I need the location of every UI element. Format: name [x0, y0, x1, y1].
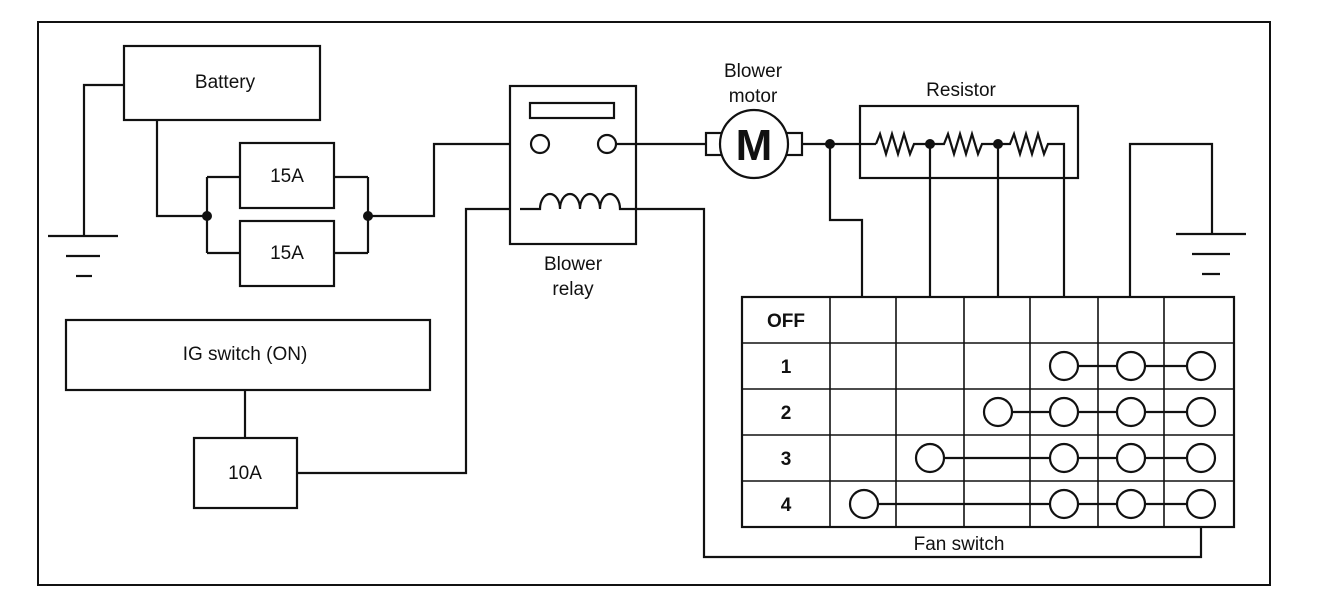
- fan-switch-row-off: OFF: [767, 311, 805, 332]
- fuse-15a-lower: 15A: [238, 219, 336, 288]
- fan-switch-contact: [1048, 488, 1080, 520]
- fan-switch-contact: [1048, 396, 1080, 428]
- fan-switch-contact: [1048, 350, 1080, 382]
- fan-switch-label: Fan switch: [914, 534, 1005, 555]
- relay-coil: [520, 192, 636, 211]
- relay-contact-left: [529, 133, 551, 155]
- fuse-15a-upper: 15A: [238, 141, 336, 210]
- fan-switch-contact: [848, 488, 880, 520]
- blower-relay-label-1: Blower: [544, 254, 603, 275]
- motor-symbol: M: [736, 121, 773, 170]
- fan-switch-contact: [1115, 442, 1147, 474]
- resistor-element-1: [874, 130, 930, 158]
- fuse-15a-lower-label: 15A: [270, 243, 304, 264]
- fan-switch-table: OFF 1 2 3 4: [740, 295, 1236, 529]
- fan-switch-contact: [1185, 488, 1217, 520]
- fan-switch-row-2: 2: [781, 403, 792, 424]
- fan-switch-contact: [982, 396, 1014, 428]
- ig-switch-label: IG switch (ON): [183, 344, 308, 365]
- fan-switch-contact: [1115, 396, 1147, 428]
- battery-box: Battery: [122, 44, 322, 122]
- ig-switch-box: IG switch (ON): [64, 318, 432, 392]
- ground-right-symbol: [1128, 142, 1246, 297]
- fan-switch-row-4: 4: [781, 495, 792, 516]
- fuse-10a-label: 10A: [228, 463, 262, 484]
- blower-motor-label-2: motor: [729, 86, 778, 107]
- blower-motor-label-1: Blower: [724, 61, 783, 82]
- fuse-10a: 10A: [192, 436, 299, 510]
- fuse-15a-upper-label: 15A: [270, 166, 304, 187]
- ground-left-symbol: [48, 83, 124, 278]
- resistor-label: Resistor: [926, 80, 996, 101]
- fan-switch-contact: [1185, 350, 1217, 382]
- fan-switch-contact: [1185, 442, 1217, 474]
- fan-switch-contact: [1048, 442, 1080, 474]
- blower-relay: Blower relay: [508, 84, 638, 300]
- blower-relay-label-2: relay: [552, 279, 594, 300]
- fan-switch-contact: [914, 442, 946, 474]
- resistor-element-3: [998, 130, 1066, 297]
- fan-switch-row-1: 1: [781, 357, 792, 378]
- resistor-block: Resistor: [858, 80, 1080, 297]
- fan-switch-row-3: 3: [781, 449, 792, 470]
- battery-label: Battery: [195, 72, 256, 93]
- blower-motor: M Blower motor: [704, 61, 804, 180]
- relay-contact-right: [596, 133, 618, 155]
- resistor-element-2: [930, 130, 998, 158]
- fan-switch-contact: [1115, 350, 1147, 382]
- diagram-frame: [37, 21, 1271, 586]
- fan-switch-contact: [1185, 396, 1217, 428]
- fan-switch-contact: [1115, 488, 1147, 520]
